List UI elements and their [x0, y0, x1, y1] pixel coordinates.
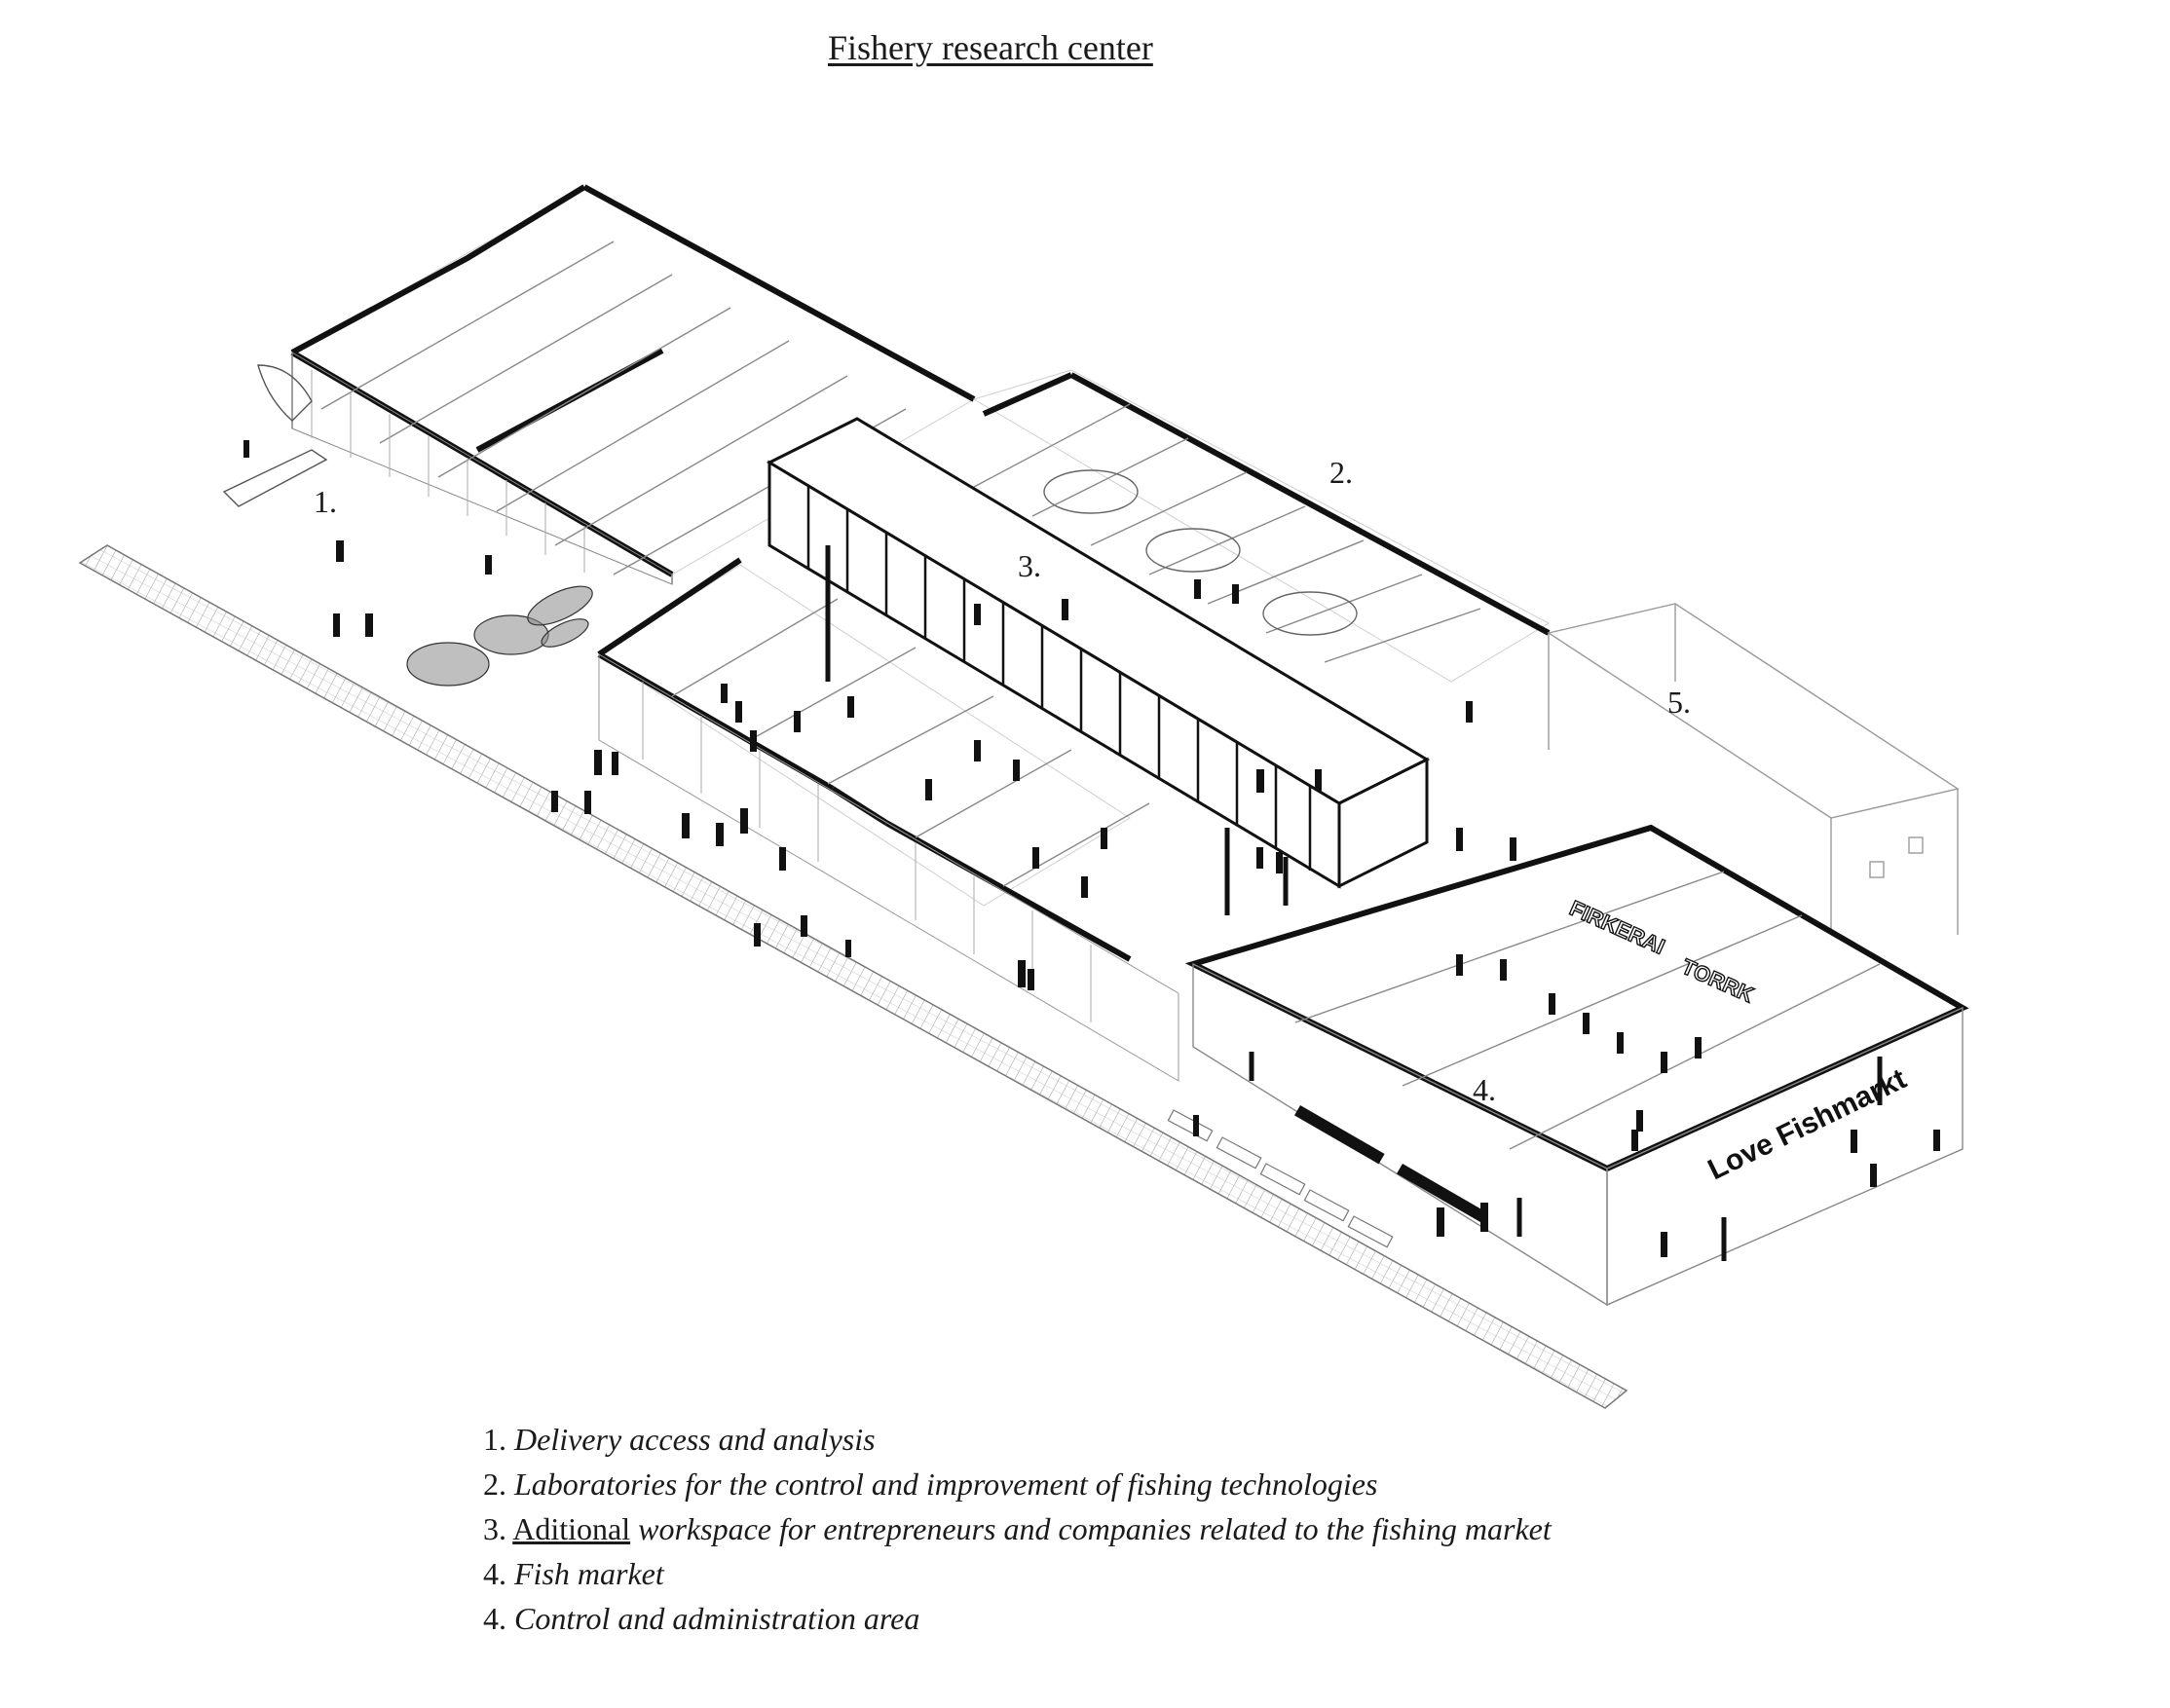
hall-delivery: [290, 184, 976, 585]
hall-laboratories: [972, 369, 1551, 683]
hall-workspace: [597, 557, 1179, 1082]
hall-fish-market: [1184, 824, 1969, 1307]
page-title: Fishery research center: [828, 28, 1153, 67]
glass-box: [766, 417, 1431, 915]
people-silhouettes: [243, 440, 1940, 1257]
legend-item: 2. Laboratories for the control and impr…: [483, 1467, 1378, 1502]
legend: 1. Delivery access and analysis 2. Labor…: [483, 1417, 1574, 1641]
legend-item: 3. Aditional workspace for entrepreneurs…: [483, 1511, 1552, 1546]
zone-label-2: 2.: [1329, 455, 1353, 490]
legend-item: 4. Control and administration area: [483, 1601, 920, 1636]
legend-item: 4. Fish market: [483, 1556, 664, 1591]
picnic-tables: [1167, 1109, 1394, 1248]
outdoor-tanks: [406, 585, 593, 687]
legend-item: 1. Delivery access and analysis: [483, 1422, 876, 1457]
zone-label-1: 1.: [314, 484, 337, 519]
zone-label-4: 4.: [1473, 1072, 1496, 1107]
paved-promenade: [78, 544, 1628, 1409]
boat: [222, 364, 328, 507]
zone-label-5: 5.: [1667, 685, 1691, 720]
zone-label-3: 3.: [1018, 548, 1041, 583]
